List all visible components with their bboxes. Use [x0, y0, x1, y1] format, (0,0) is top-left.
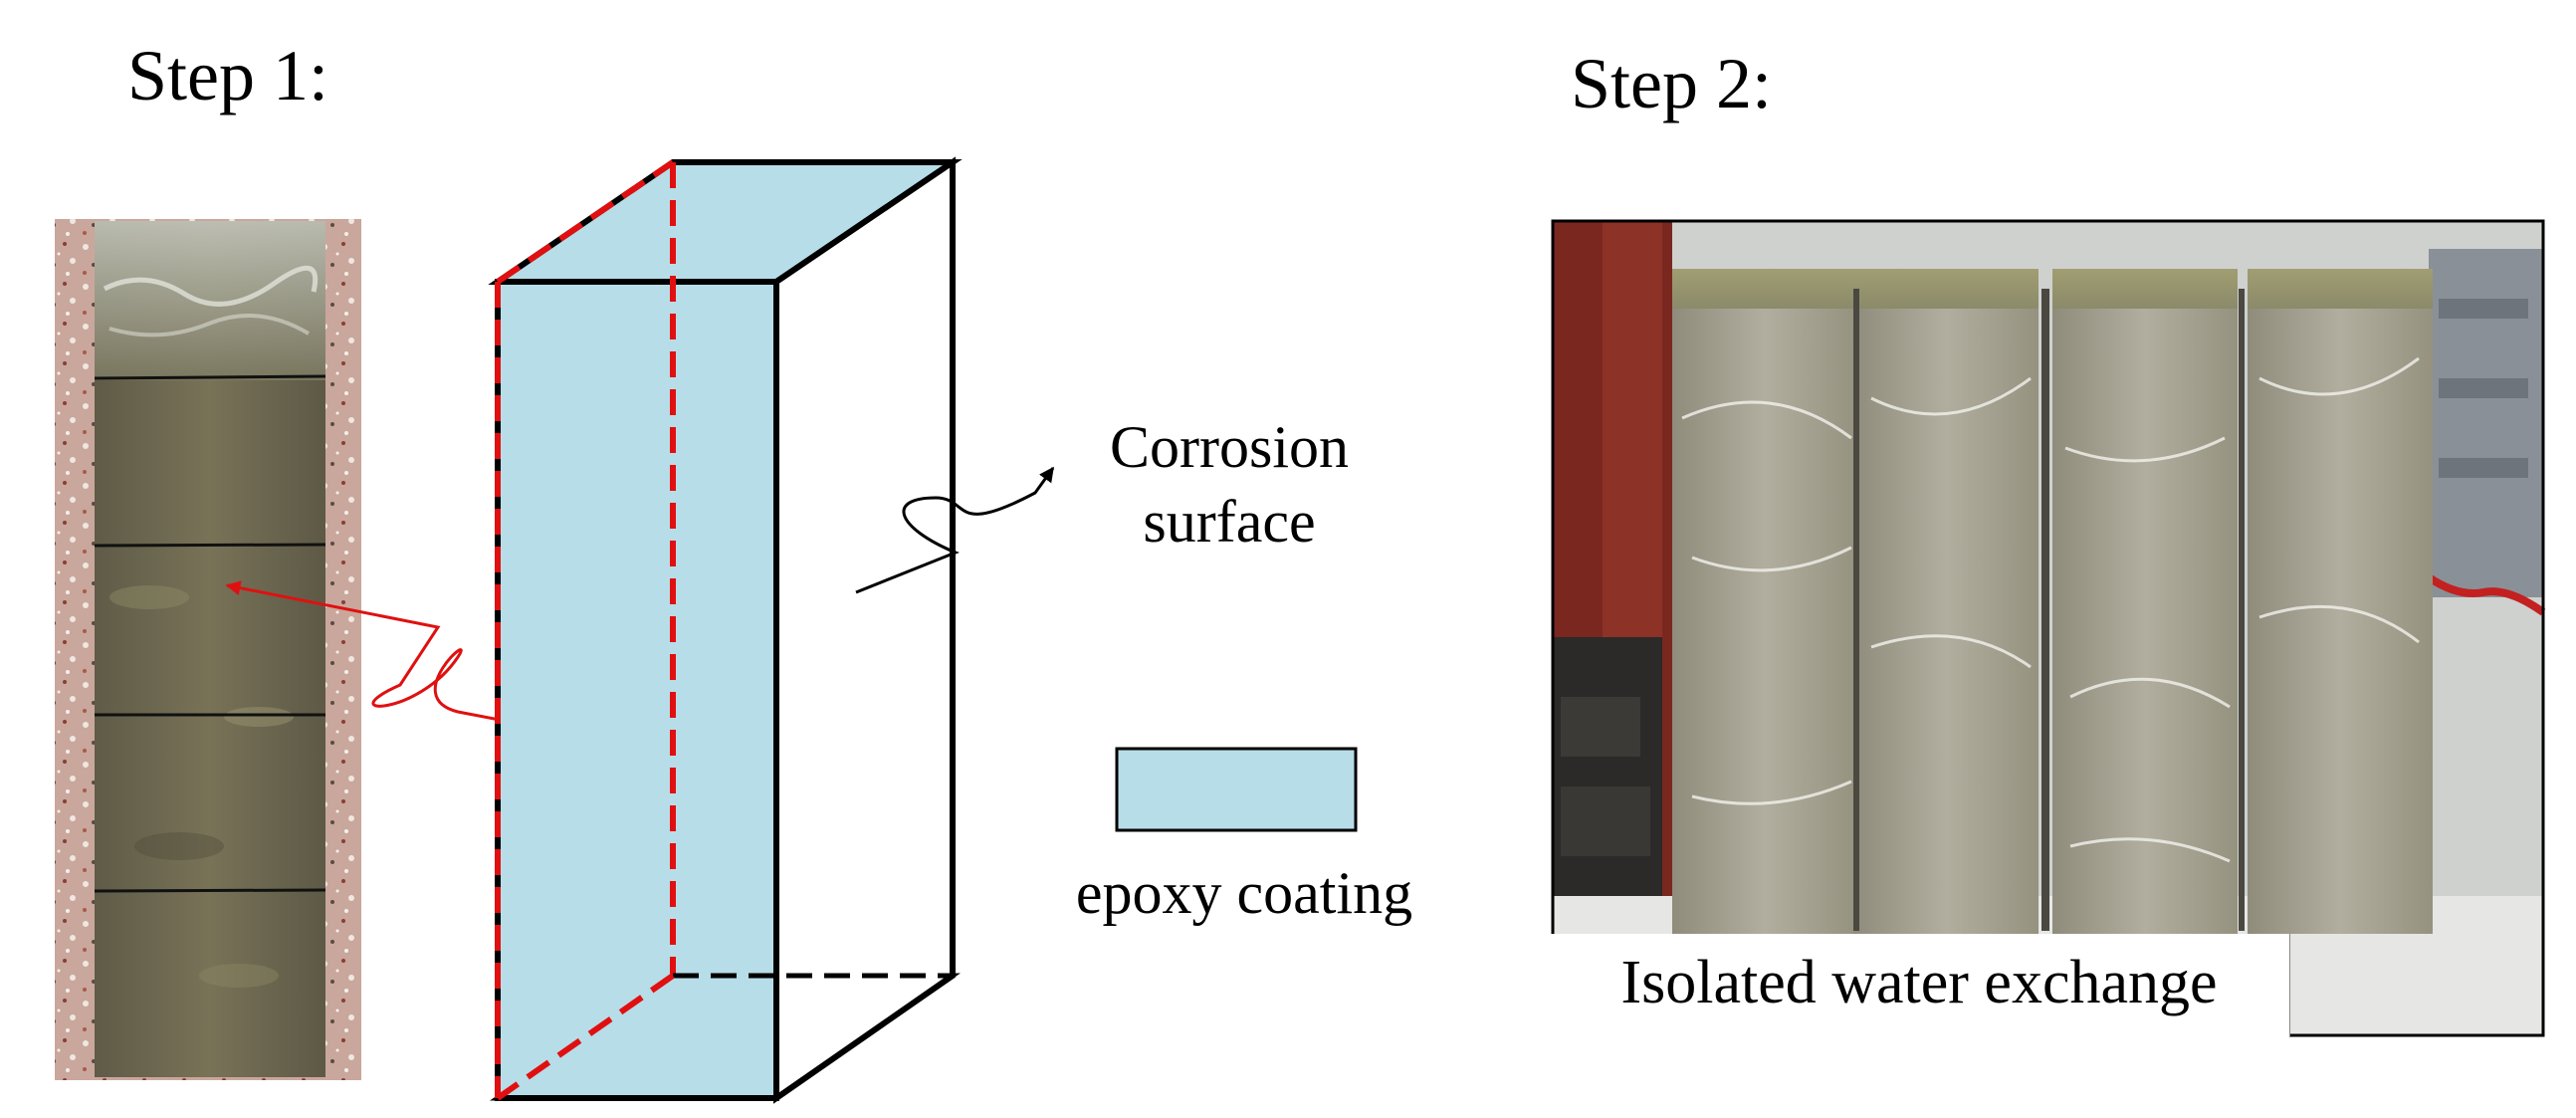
red-pointer-arrow [225, 580, 578, 737]
specimen-photo [55, 219, 361, 1080]
corrosion-label-line2: surface [1143, 489, 1316, 555]
legend-label: epoxy coating [1075, 860, 1413, 926]
photo-caption-box: Isolated water exchange [1549, 934, 2290, 1037]
corrosion-label-line1: Corrosion [1110, 414, 1349, 480]
legend-swatch [1115, 747, 1358, 832]
photo-caption: Isolated water exchange [1620, 949, 2218, 1016]
corrosion-pointer-arrow [855, 466, 1055, 594]
coated-prism [488, 156, 963, 1104]
step2-title: Step 2: [1571, 44, 1773, 123]
corrosion-surface-label: Corrosion surface [1080, 410, 1379, 559]
wrapped-specimens-photo [1551, 219, 2546, 1037]
step1-title: Step 1: [127, 36, 329, 115]
